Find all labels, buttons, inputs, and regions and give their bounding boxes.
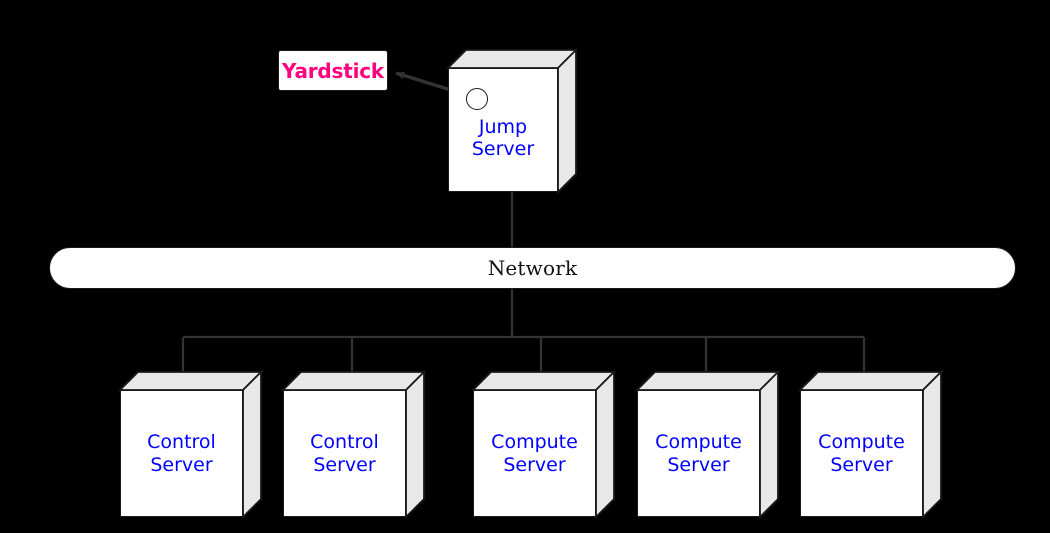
control-server-1-right-face <box>242 369 262 520</box>
compute-server-3-3d-shading <box>797 369 944 520</box>
control-server-2-node[interactable]: Control Server <box>280 369 427 520</box>
compute-server-3-front-face: Compute Server <box>800 390 923 517</box>
control-server-1-top-face <box>117 371 264 391</box>
yardstick-label: Yardstick <box>282 58 384 83</box>
compute-server-3-node[interactable]: Compute Server <box>797 369 944 520</box>
network-label: Network <box>487 256 578 280</box>
compute-server-2-node[interactable]: Compute Server <box>634 369 781 520</box>
compute-server-2-front-face: Compute Server <box>637 390 760 517</box>
compute-server-1-node[interactable]: Compute Server <box>470 369 617 520</box>
compute-server-3-label: Compute Server <box>818 431 905 476</box>
control-server-2-top-face <box>280 371 427 391</box>
control-server-2-front-face: Control Server <box>283 390 406 517</box>
compute-server-1-label: Compute Server <box>491 431 578 476</box>
jump-server-right-face <box>557 47 577 195</box>
control-server-1-label-line2: Server <box>150 453 213 476</box>
yardstick-box[interactable]: Yardstick <box>278 50 388 91</box>
compute-server-2-label: Compute Server <box>655 431 742 476</box>
compute-server-2-top-face <box>634 371 781 391</box>
compute-server-1-right-face <box>595 369 615 520</box>
control-server-2-label-line1: Control <box>310 431 379 454</box>
compute-server-3-right-face <box>922 369 942 520</box>
jump-server-front-face: Jump Server <box>448 68 558 192</box>
jump-server-node[interactable]: Jump Server <box>445 47 594 210</box>
control-server-1-label-line1: Control <box>147 431 216 454</box>
control-server-2-3d-shading <box>280 369 427 520</box>
control-server-2-label-line2: Server <box>313 453 376 476</box>
control-server-2-right-face <box>405 369 425 520</box>
compute-server-1-label-line2: Server <box>503 453 566 476</box>
jump-server-top-face <box>445 49 579 69</box>
control-server-1-node[interactable]: Control Server <box>117 369 264 520</box>
compute-server-1-front-face: Compute Server <box>473 390 596 517</box>
jump-server-label-line2: Server <box>471 138 535 160</box>
control-server-1-3d-shading <box>117 369 264 520</box>
jump-server-label-line1: Jump <box>478 115 528 138</box>
compute-server-3-label-line1: Compute <box>818 431 905 454</box>
provided-interface-port-icon[interactable] <box>466 88 488 110</box>
compute-server-3-label-line2: Server <box>830 453 893 476</box>
compute-server-1-top-face <box>470 371 617 391</box>
network-bar[interactable]: Network <box>49 247 1016 289</box>
compute-server-2-label-line1: Compute <box>655 431 742 454</box>
compute-server-2-3d-shading <box>634 369 781 520</box>
compute-server-1-label-line1: Compute <box>491 431 578 454</box>
control-server-1-front-face: Control Server <box>120 390 243 517</box>
compute-server-2-label-line2: Server <box>667 453 730 476</box>
jump-server-3d-shading <box>445 47 579 195</box>
jump-server-label: Jump Server <box>472 116 534 161</box>
compute-server-2-right-face <box>759 369 779 520</box>
control-server-2-label: Control Server <box>310 431 379 476</box>
control-server-1-label: Control Server <box>147 431 216 476</box>
compute-server-1-3d-shading <box>470 369 617 520</box>
compute-server-3-top-face <box>797 371 944 391</box>
